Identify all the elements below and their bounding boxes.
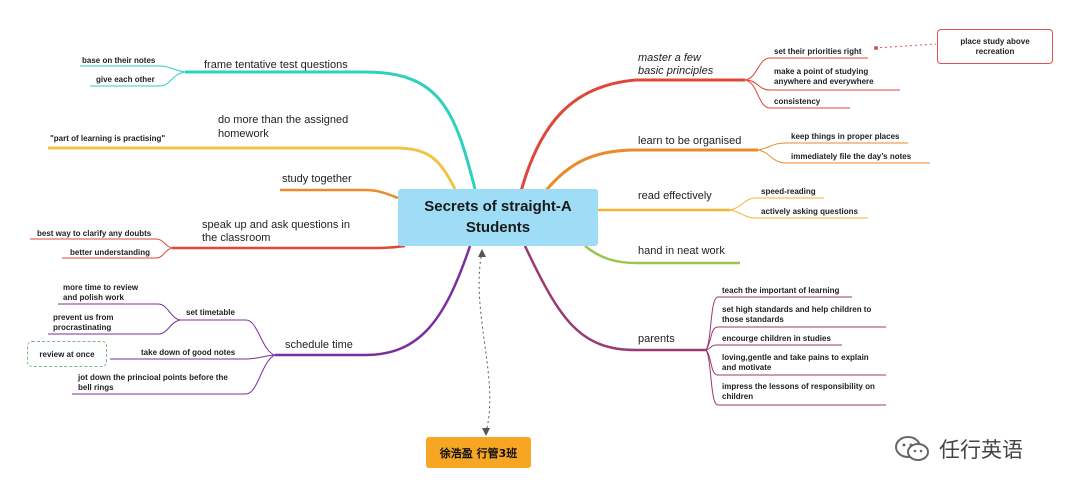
subtopic-parents-2b[interactable]: those standards xyxy=(722,315,784,324)
topic-schedule[interactable]: schedule time xyxy=(285,339,353,351)
branch-line-together xyxy=(280,188,399,200)
branch-line-speak xyxy=(172,244,406,250)
subtopic-speak-2[interactable]: better understanding xyxy=(70,248,151,257)
subtopic-jot-line1[interactable]: jot down the princioal points before the xyxy=(78,373,228,382)
topic-neat[interactable]: hand in neat work xyxy=(638,245,725,257)
topic-speak-line2[interactable]: the classroom xyxy=(202,232,271,244)
subtopic-goodnotes[interactable]: take down of good notes xyxy=(141,348,236,357)
topic-together[interactable]: study together xyxy=(282,173,352,185)
subtopic-timetable[interactable]: set timetable xyxy=(186,308,235,317)
parents-sub-lines xyxy=(705,296,886,406)
timetable-child-1b[interactable]: and polish work xyxy=(63,293,124,302)
subtopic-parents-4b[interactable]: and motivate xyxy=(722,363,772,372)
topic-frame[interactable]: frame tentative test questions xyxy=(204,59,348,71)
branch-line-domore xyxy=(48,146,457,190)
subtopic-parents-1[interactable]: teach the important of learning xyxy=(722,286,840,295)
author-label[interactable]: 徐浩盈 行管3班 xyxy=(426,437,531,468)
branch-line-parents xyxy=(523,245,706,352)
timetable-child-2b[interactable]: procrastinating xyxy=(53,323,112,332)
speak-sub-lines xyxy=(30,238,173,259)
note-connector xyxy=(874,43,937,49)
subtopic-organised-2[interactable]: immediately file the day’s notes xyxy=(791,152,912,161)
read-sub-lines xyxy=(729,197,868,219)
subtopic-organised-1[interactable]: keep things in proper places xyxy=(791,132,900,141)
subtopic-parents-2a[interactable]: set high standards and help children to xyxy=(722,305,872,314)
subtopic-domore-1[interactable]: "part of learning is practising" xyxy=(50,134,166,143)
note-place-study[interactable]: place study above recreation xyxy=(937,29,1053,64)
subtopic-jot-line2[interactable]: bell rings xyxy=(78,383,114,392)
subtopic-frame-2[interactable]: give each other xyxy=(96,75,155,84)
schedule-sub-lines xyxy=(48,303,276,395)
branch-line-organised xyxy=(538,148,758,199)
subtopic-read-1[interactable]: speed-reading xyxy=(761,187,816,196)
note-review-at-once[interactable]: review at once xyxy=(27,341,107,367)
master-sub-lines xyxy=(744,57,900,109)
central-topic[interactable]: Secrets of straight-A Students xyxy=(398,189,598,246)
brand-name: 任行英语 xyxy=(939,438,1023,462)
central-topic-line2: Students xyxy=(465,218,531,236)
topic-organised[interactable]: learn to be organised xyxy=(638,135,742,147)
subtopic-master-2a[interactable]: make a point of studying xyxy=(774,67,869,76)
timetable-child-1a[interactable]: more time to review xyxy=(63,283,139,292)
topic-read[interactable]: read effectively xyxy=(638,190,712,202)
note-place-study-line1: place study above xyxy=(960,36,1030,46)
branch-line-master xyxy=(518,78,745,196)
frame-sub-lines xyxy=(80,65,186,87)
subtopic-master-1[interactable]: set their priorities right xyxy=(774,47,862,56)
branch-line-frame xyxy=(185,70,477,190)
subtopic-parents-5b[interactable]: children xyxy=(722,392,754,401)
topic-master-line1[interactable]: master a few xyxy=(638,52,701,64)
topic-domore-line2[interactable]: homework xyxy=(218,128,269,140)
topic-speak-line1[interactable]: speak up and ask questions in xyxy=(202,219,350,231)
subtopic-master-2b[interactable]: anywhere and everywhere xyxy=(774,77,874,86)
topic-parents[interactable]: parents xyxy=(638,333,675,345)
note-place-study-line2: recreation xyxy=(975,46,1015,56)
brand-watermark: 任行英语 xyxy=(893,434,1023,464)
subtopic-master-3[interactable]: consistency xyxy=(774,97,821,106)
branch-line-schedule xyxy=(275,245,472,357)
branch-line-neat xyxy=(584,245,740,265)
organised-sub-lines xyxy=(757,142,930,164)
subtopic-parents-4a[interactable]: loving,gentle and take pains to explain xyxy=(722,353,869,362)
subtopic-speak-1[interactable]: best way to clarify any doubts xyxy=(37,229,152,238)
subtopic-read-2[interactable]: actively asking questions xyxy=(761,207,858,216)
timetable-child-2a[interactable]: prevent us from xyxy=(53,313,114,322)
topic-domore-line1[interactable]: do more than the assigned xyxy=(218,114,349,126)
author-connector xyxy=(478,251,491,433)
central-topic-line1: Secrets of straight-A xyxy=(424,198,572,216)
subtopic-frame-1[interactable]: base on their notes xyxy=(82,56,156,65)
subtopic-parents-5a[interactable]: impress the lessons of responsibility on xyxy=(722,382,875,391)
wechat-icon xyxy=(895,436,929,461)
subtopic-parents-3[interactable]: encourge children in studies xyxy=(722,334,831,343)
topic-master-line2[interactable]: basic principles xyxy=(638,65,714,77)
